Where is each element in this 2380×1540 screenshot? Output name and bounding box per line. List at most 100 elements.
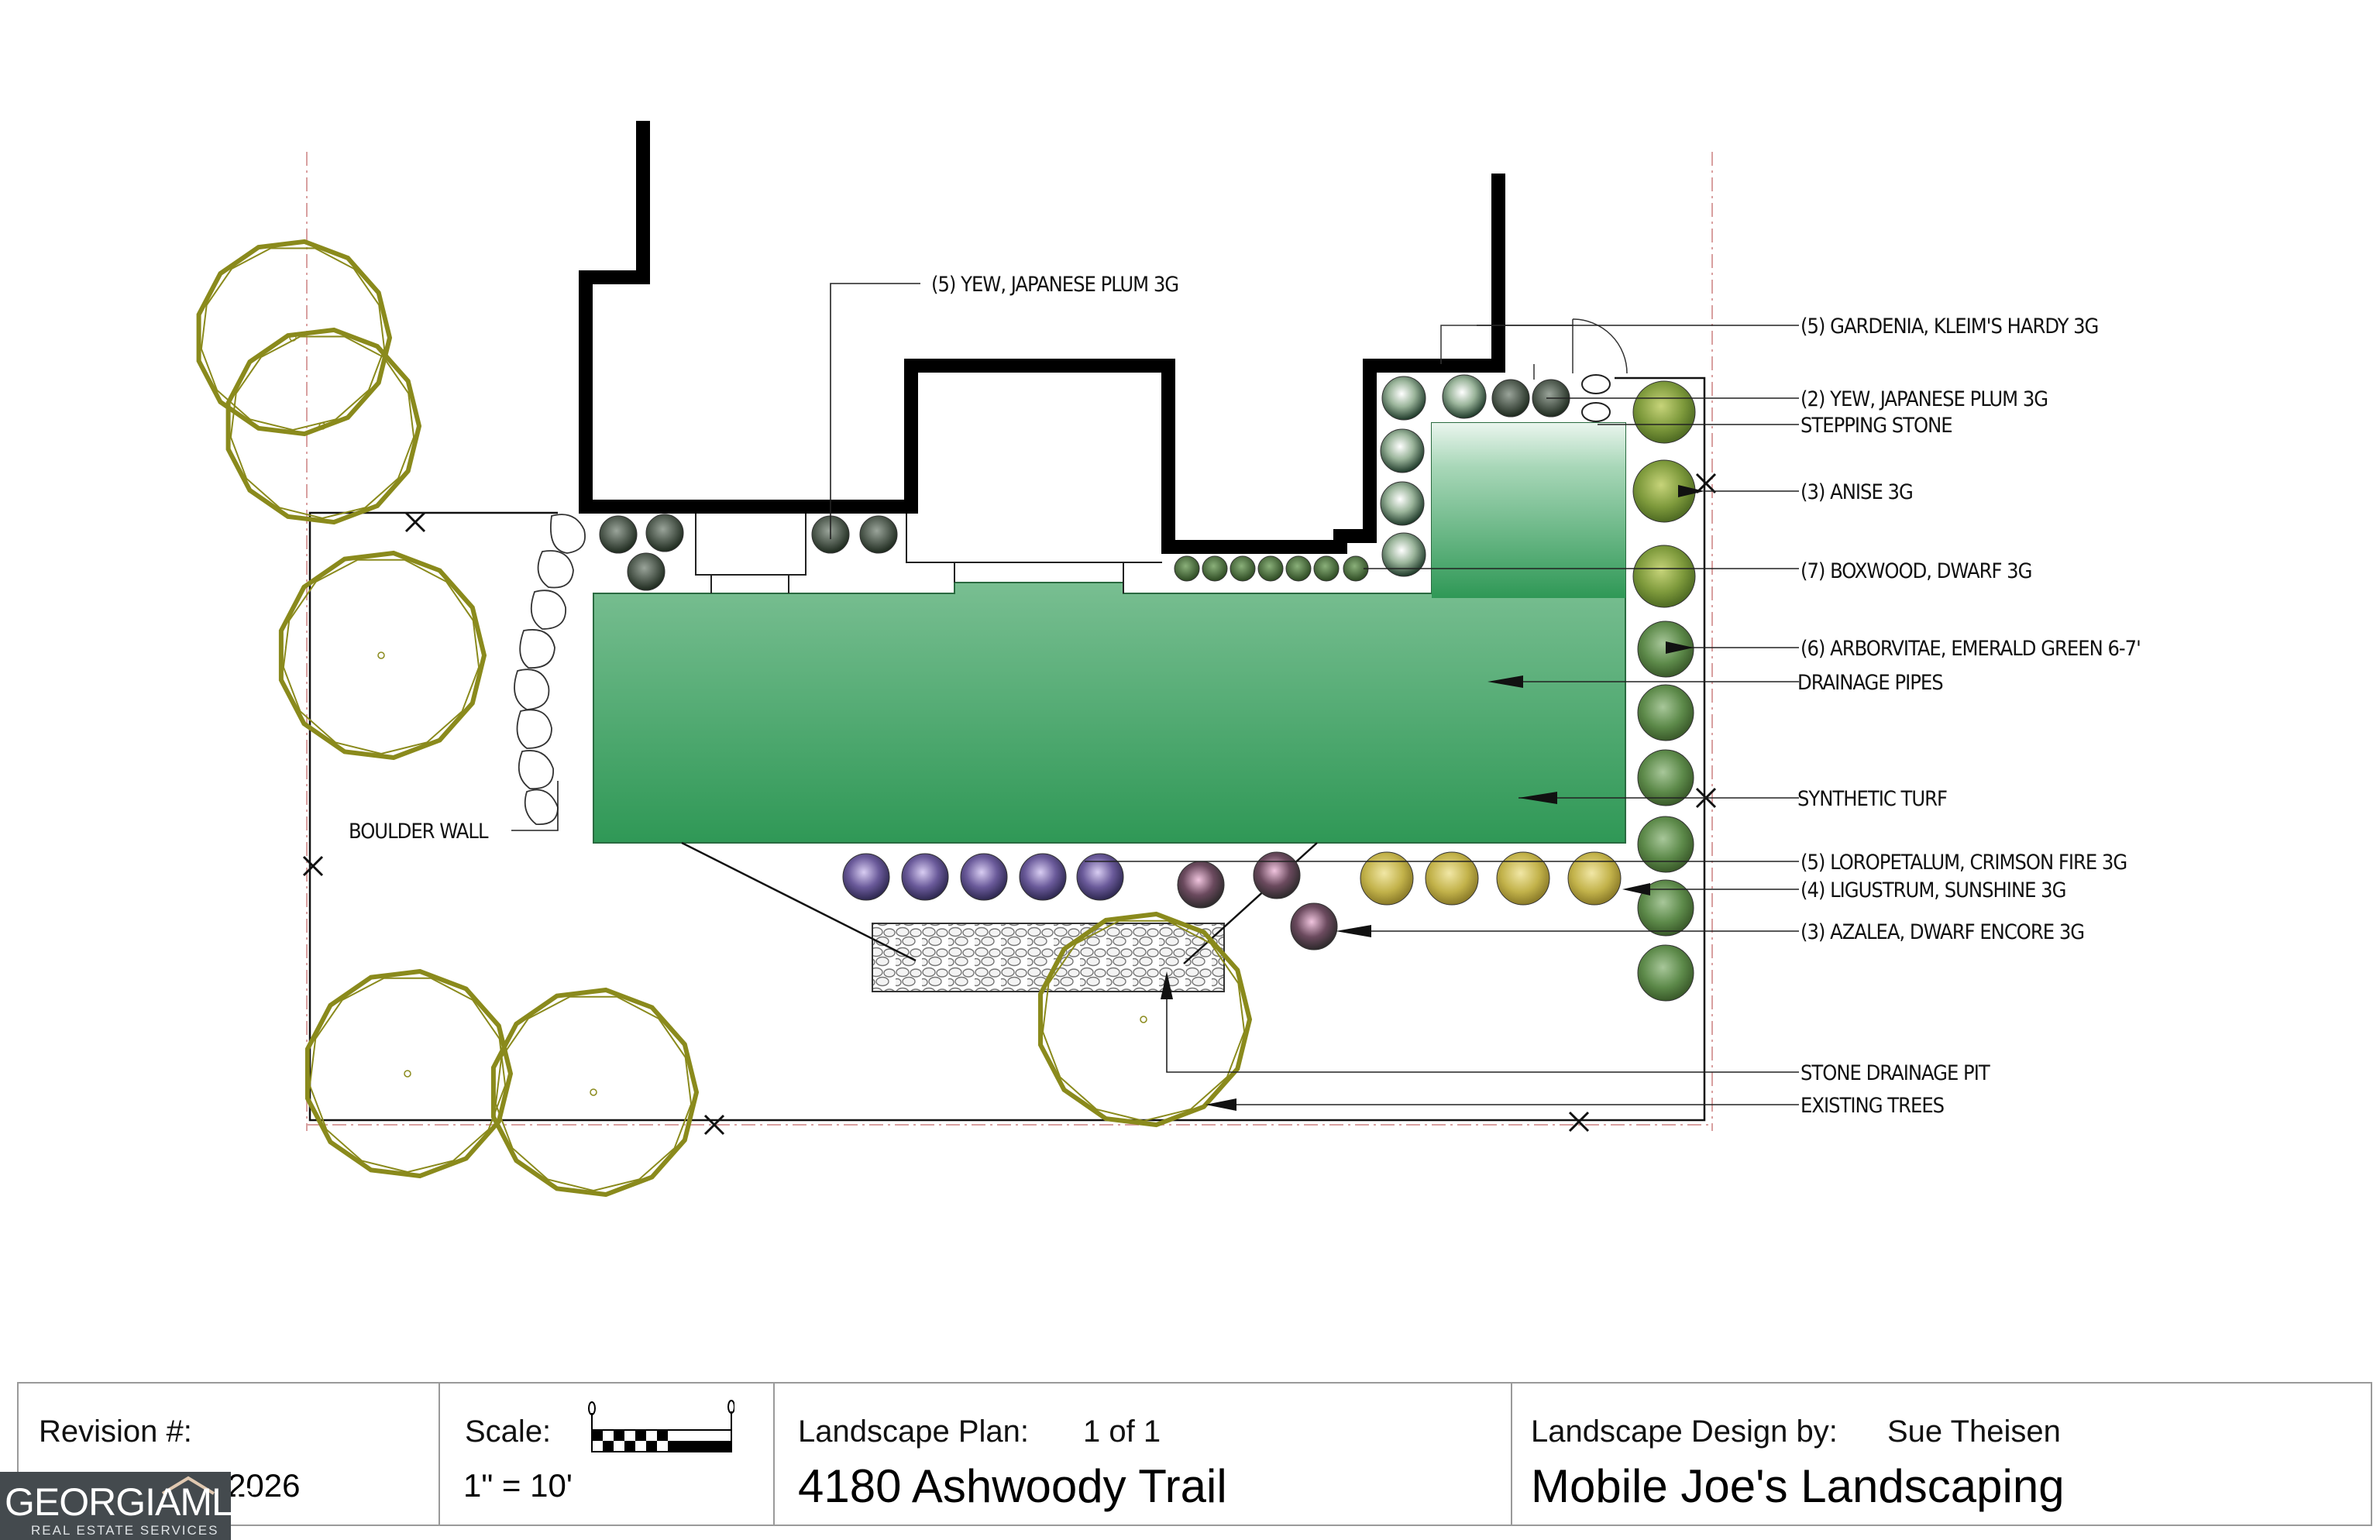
label-boulder-wall: BOULDER WALL: [349, 820, 489, 844]
arborvitae-shrub: [1637, 879, 1694, 937]
label-yew-top: (5) YEW, JAPANESE PLUM 3G: [931, 273, 1178, 297]
boxwood-shrub: [1230, 555, 1256, 582]
yew-shrub: [627, 552, 666, 591]
label-gardenia: (5) GARDENIA, KLEIM'S HARDY 3G: [1800, 315, 2098, 339]
revision-cell: Revision #: 2026: [19, 1384, 440, 1525]
yew-shrub: [859, 515, 898, 554]
arborvitae-shrub: [1637, 944, 1694, 1002]
plant-labels: (5) YEW, JAPANESE PLUM 3G (5) GARDENIA, …: [349, 273, 2141, 1118]
label-existing-trees: EXISTING TREES: [1800, 1094, 1945, 1118]
boulder-wall: [514, 514, 586, 825]
tree-ring: [494, 995, 693, 1192]
designer-cell: Landscape Design by: Sue Theisen Mobile …: [1512, 1384, 2371, 1525]
loropetalum-shrub: [960, 853, 1008, 901]
house-walls: [579, 121, 1505, 554]
gardenia-shrub: [1442, 374, 1487, 419]
yew-shrub: [645, 514, 684, 552]
revision-label: Revision #:: [39, 1415, 192, 1449]
plan-cell: Landscape Plan: 1 of 1 4180 Ashwoody Tra…: [775, 1384, 1512, 1525]
azalea-shrub: [1290, 902, 1338, 950]
azalea-shrub: [1177, 861, 1225, 909]
plan-label: Landscape Plan:: [798, 1415, 1030, 1449]
label-azalea: (3) AZALEA, DWARF ENCORE 3G: [1800, 920, 2084, 944]
shrub-plantings: [599, 374, 1696, 1002]
tree-center: [404, 1070, 411, 1078]
ligustrum-shrub: [1567, 851, 1622, 906]
boxwood-shrub: [1257, 555, 1284, 582]
yew-shrub: [599, 515, 638, 554]
tree-ring: [1041, 920, 1246, 1122]
synthetic-turf: [593, 422, 1626, 844]
georgia-mls-logo: GEORGIAMLS REAL ESTATE SERVICES: [0, 1472, 258, 1540]
scale-label: Scale:: [465, 1415, 552, 1449]
tree-ring: [229, 335, 415, 520]
house-roof-icon: [161, 1476, 215, 1495]
label-ligustrum: (4) LIGUSTRUM, SUNSHINE 3G: [1800, 878, 2065, 902]
label-anise: (3) ANISE 3G: [1800, 480, 1913, 504]
loropetalum-shrub: [1076, 853, 1124, 901]
yew-shrub: [1491, 379, 1530, 418]
label-drainage-pipes: DRAINAGE PIPES: [1797, 671, 1943, 695]
tree-ring: [282, 559, 480, 755]
arborvitae-shrub: [1637, 684, 1694, 741]
existing-trees: [196, 239, 1253, 1198]
loropetalum-shrub: [842, 853, 890, 901]
label-synthetic-turf: SYNTHETIC TURF: [1797, 787, 1947, 811]
loropetalum-shrub: [1019, 853, 1067, 901]
azalea-shrub: [1253, 851, 1301, 899]
ligustrum-shrub: [1360, 851, 1414, 906]
tree-ring: [304, 968, 514, 1179]
tree-ring: [308, 977, 507, 1174]
title-block: Revision #: 2026 Scale: 1" = 10' Landsca…: [17, 1382, 2372, 1526]
tree-center: [318, 422, 326, 430]
label-yew-right: (2) YEW, JAPANESE PLUM 3G: [1800, 387, 2048, 411]
tree-ring: [278, 550, 487, 761]
designer-name: Sue Theisen: [1887, 1415, 2061, 1449]
gardenia-shrub: [1381, 532, 1426, 577]
gardenia-shrub: [1380, 481, 1425, 526]
boxwood-shrub: [1202, 555, 1228, 582]
label-stepping-stone: STEPPING STONE: [1800, 414, 1952, 438]
leader-lines: [511, 283, 1799, 1111]
gardenia-shrub: [1380, 428, 1425, 473]
ligustrum-shrub: [1496, 851, 1550, 906]
tree-ring: [200, 247, 386, 431]
anise-shrub: [1632, 545, 1696, 608]
boxwood-shrub: [1313, 555, 1340, 582]
tree-ring: [490, 987, 700, 1198]
label-boxwood: (7) BOXWOOD, DWARF 3G: [1800, 559, 2031, 583]
tree-ring: [1038, 911, 1253, 1128]
ligustrum-shrub: [1425, 851, 1479, 906]
tree-ring: [196, 239, 393, 437]
tree-center: [377, 651, 385, 659]
label-stone-pit: STONE DRAINAGE PIT: [1800, 1061, 1990, 1085]
logo-main-text: GEORGIAMLS: [5, 1480, 258, 1524]
address: 4180 Ashwoody Trail: [798, 1460, 1227, 1512]
scale-cell: Scale: 1" = 10': [440, 1384, 775, 1525]
boxwood-shrub: [1174, 555, 1200, 582]
survey-markers: [302, 473, 1717, 1136]
loropetalum-shrub: [901, 853, 949, 901]
property-lines: [306, 152, 1713, 1131]
boxwood-shrub: [1285, 555, 1312, 582]
label-loropetalum: (5) LOROPETALUM, CRIMSON FIRE 3G: [1800, 851, 2127, 875]
arborvitae-shrub: [1637, 816, 1694, 873]
label-arborvitae: (6) ARBORVITAE, EMERALD GREEN 6-7': [1800, 637, 2141, 661]
tree-ring: [225, 327, 422, 525]
scale-bar-icon: [588, 1400, 734, 1452]
scale-value: 1" = 10': [463, 1467, 573, 1504]
patio-outlines: [695, 512, 1162, 593]
anise-shrub: [1632, 380, 1696, 444]
stepping-stones: [1581, 374, 1611, 422]
gardenia-shrub: [1381, 376, 1426, 421]
logo-sub-text: REAL ESTATE SERVICES: [31, 1523, 219, 1538]
plan-count: 1 of 1: [1083, 1415, 1161, 1449]
yard-boundary: [308, 376, 1706, 1122]
tree-center: [1140, 1016, 1147, 1023]
arborvitae-shrub: [1637, 749, 1694, 806]
design-label: Landscape Design by:: [1531, 1415, 1838, 1449]
tree-center: [590, 1088, 597, 1096]
company-name: Mobile Joe's Landscaping: [1531, 1460, 2065, 1512]
revision-value: 2026: [228, 1467, 301, 1504]
